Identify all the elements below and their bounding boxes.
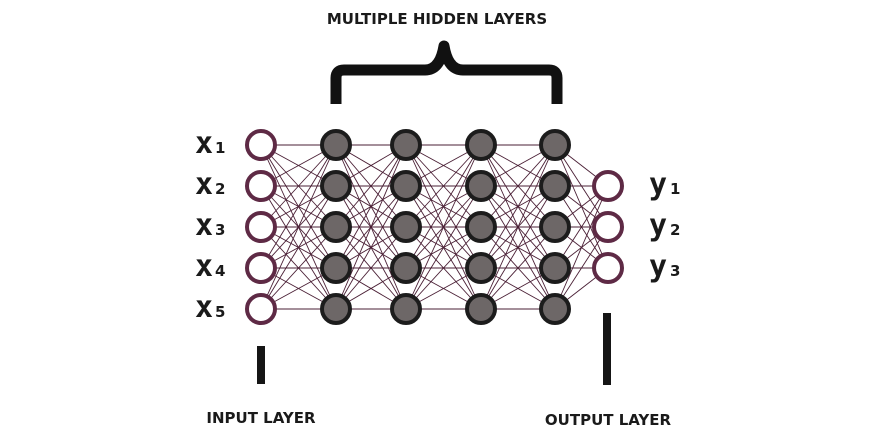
input-layer-label: INPUT LAYER (206, 409, 316, 427)
connection-line (554, 226, 609, 310)
connection-line (260, 144, 337, 269)
connection-line (405, 144, 482, 269)
output-node-2 (592, 211, 624, 243)
connection-line (405, 185, 482, 310)
nodes (245, 129, 624, 325)
connection-line (260, 144, 337, 310)
hidden-node-l1-4 (320, 252, 352, 284)
hidden-node-l3-3 (465, 211, 497, 243)
hidden-node-l3-5 (465, 293, 497, 325)
input-label-1: x (195, 126, 213, 161)
output-layer-label: OUTPUT LAYER (545, 411, 672, 429)
hidden-layers-label: MULTIPLE HIDDEN LAYERS (327, 10, 547, 28)
hidden-node-l2-5 (390, 293, 422, 325)
output-label-3: y (649, 249, 667, 284)
connection-line (480, 144, 556, 228)
output-label-2: y (649, 208, 667, 243)
connection-line (480, 144, 556, 269)
output-subscript-1: 1 (670, 180, 680, 198)
hidden-node-l1-2 (320, 170, 352, 202)
connection-line (554, 185, 609, 310)
connection-line (480, 185, 556, 310)
hidden-layers-brace (330, 40, 563, 104)
hidden-node-l2-4 (390, 252, 422, 284)
input-node-2 (245, 170, 277, 202)
output-subscript-3: 3 (670, 262, 680, 280)
connection-line (335, 144, 407, 310)
connection-line (405, 226, 482, 310)
hidden-node-l1-5 (320, 293, 352, 325)
input-subscript-4: 4 (215, 262, 225, 280)
input-subscript-1: 1 (215, 139, 225, 157)
output-layer-marker (603, 313, 611, 385)
hidden-node-l2-3 (390, 211, 422, 243)
input-subscript-2: 2 (215, 180, 225, 198)
connection-line (335, 144, 407, 228)
connection-line (405, 144, 482, 310)
connection-line (335, 144, 407, 269)
input-node-4 (245, 252, 277, 284)
hidden-node-l4-2 (539, 170, 571, 202)
output-subscript-2: 2 (670, 221, 680, 239)
input-layer-marker (257, 346, 265, 384)
hidden-node-l3-4 (465, 252, 497, 284)
input-subscript-5: 5 (215, 303, 225, 321)
output-label-1: y (649, 167, 667, 202)
connection-line (335, 185, 407, 310)
output-node-1 (592, 170, 624, 202)
hidden-node-l4-3 (539, 211, 571, 243)
connection-line (260, 185, 337, 310)
hidden-node-l4-1 (539, 129, 571, 161)
hidden-node-l4-4 (539, 252, 571, 284)
connection-line (335, 226, 407, 310)
hidden-node-l3-2 (465, 170, 497, 202)
hidden-node-l2-2 (390, 170, 422, 202)
connection-line (554, 185, 609, 269)
output-node-3 (592, 252, 624, 284)
hidden-node-l2-1 (390, 129, 422, 161)
input-label-2: x (195, 167, 213, 202)
connection-line (260, 226, 337, 310)
hidden-node-l1-3 (320, 211, 352, 243)
hidden-node-l1-1 (320, 129, 352, 161)
connection-line (260, 144, 337, 228)
input-node-5 (245, 293, 277, 325)
input-subscript-3: 3 (215, 221, 225, 239)
connection-line (480, 144, 556, 310)
connection-line (480, 226, 556, 310)
input-label-5: x (195, 290, 213, 325)
hidden-node-l4-5 (539, 293, 571, 325)
input-label-3: x (195, 208, 213, 243)
input-node-1 (245, 129, 277, 161)
hidden-node-l3-1 (465, 129, 497, 161)
connection-line (405, 144, 482, 228)
input-node-3 (245, 211, 277, 243)
input-label-4: x (195, 249, 213, 284)
